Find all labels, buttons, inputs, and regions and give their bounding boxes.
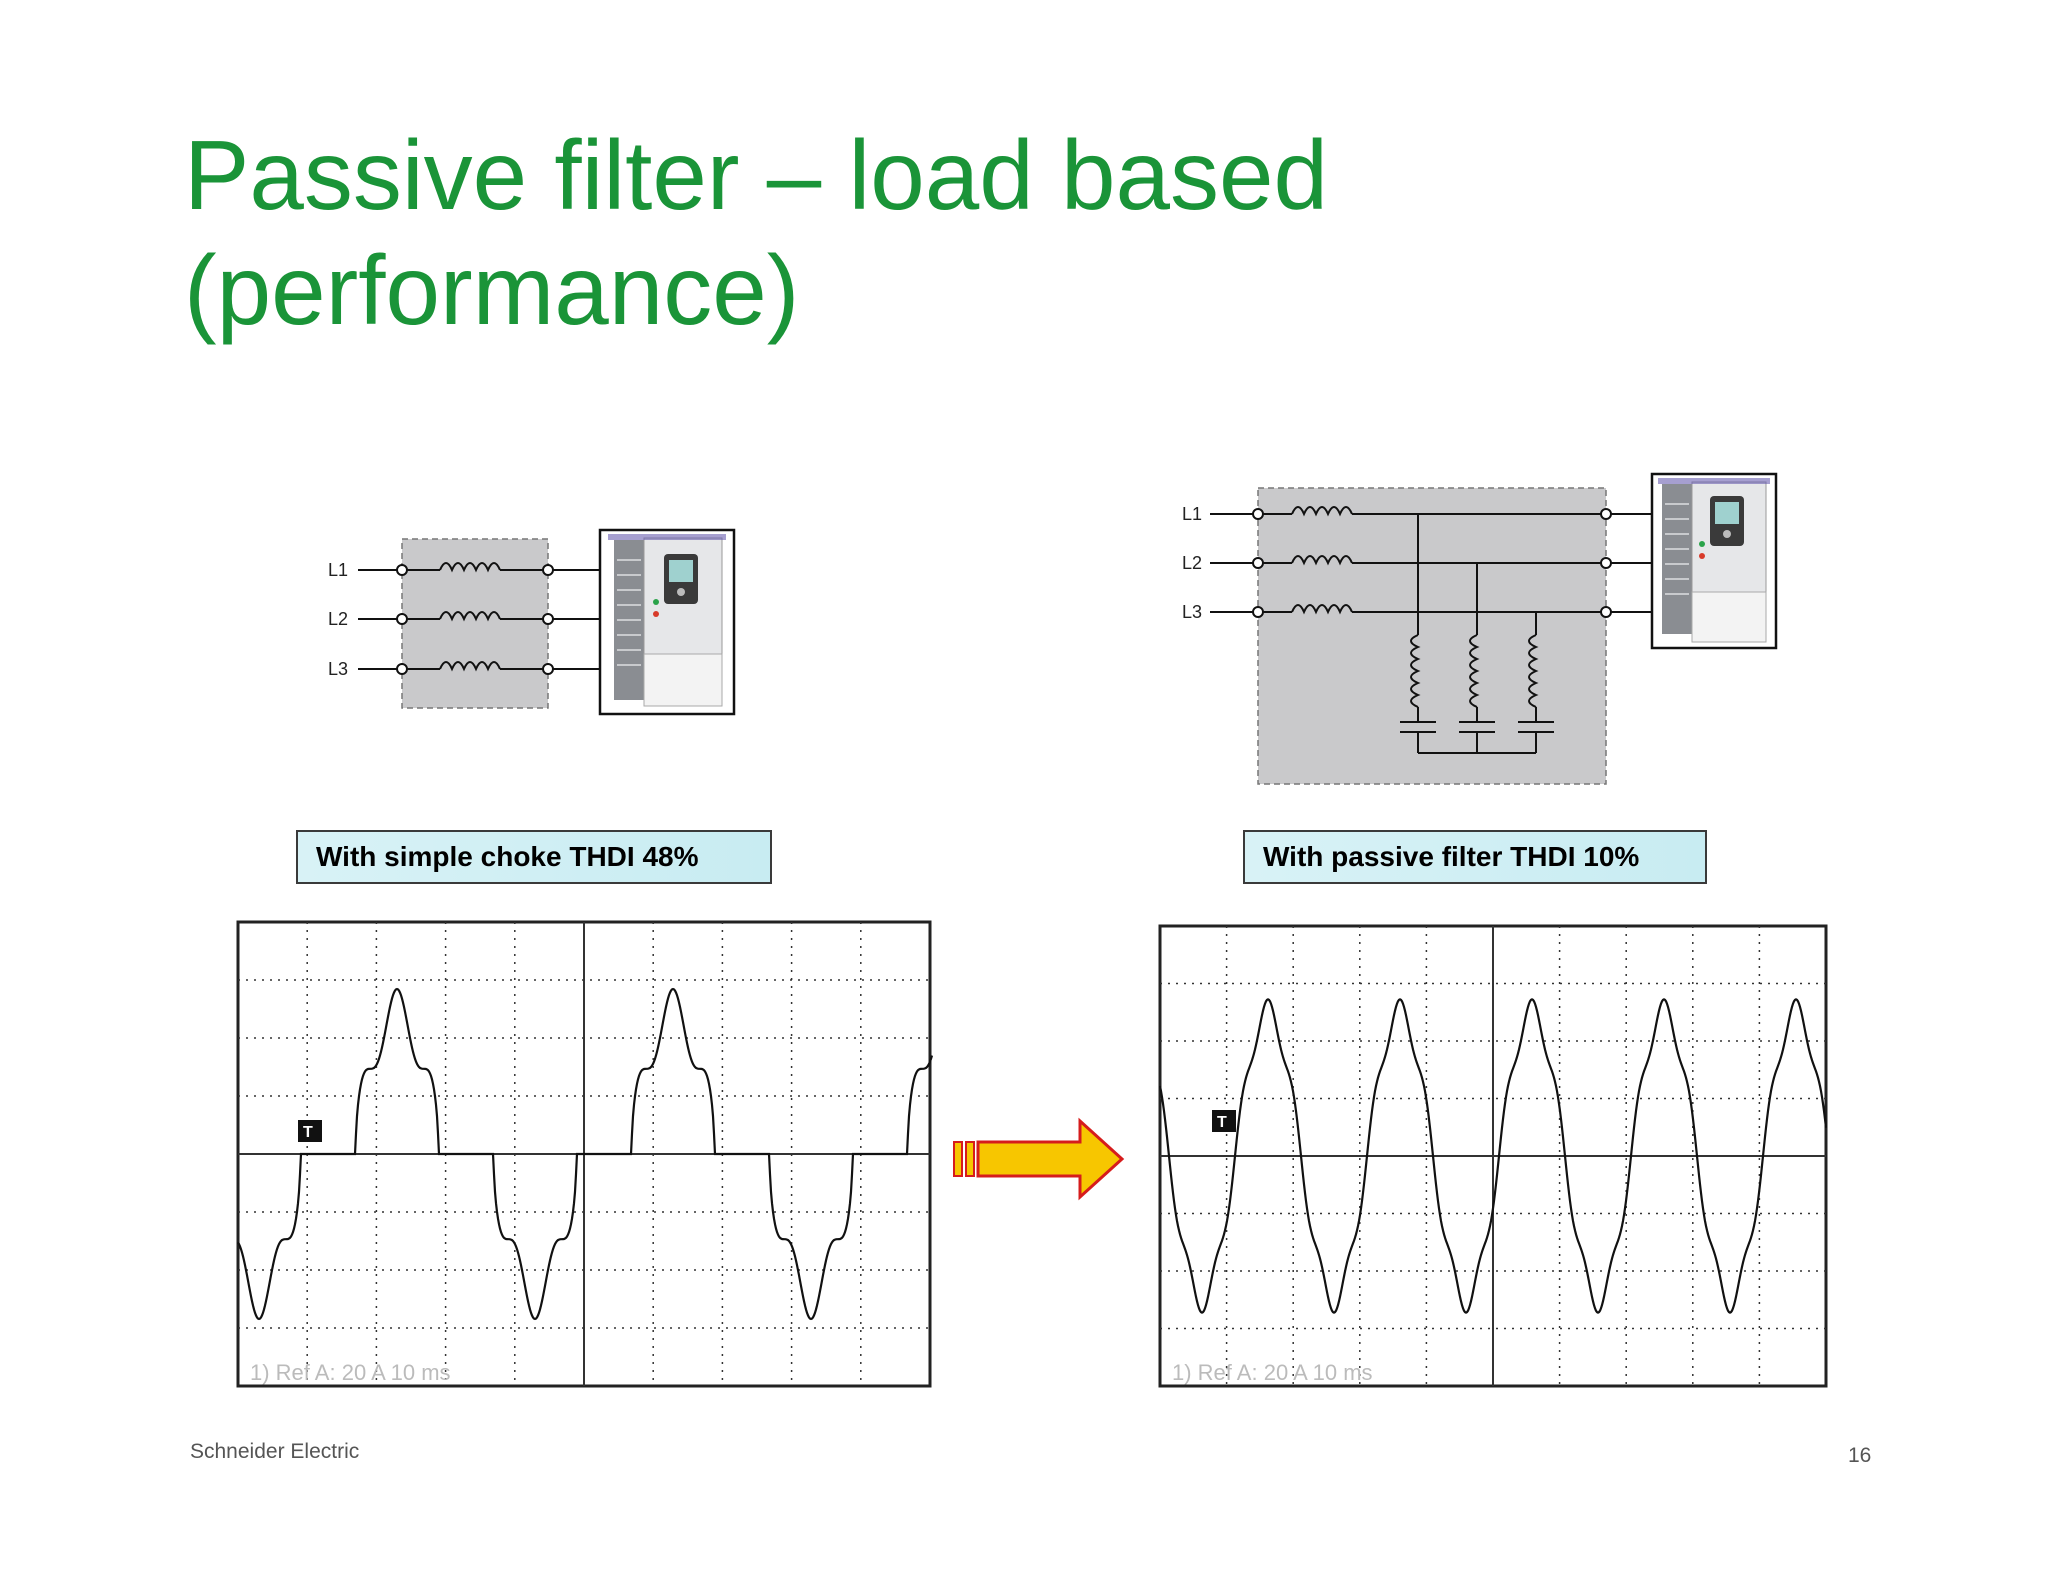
choke-circuit-diagram: L1 L2 L3 — [328, 528, 736, 716]
svg-text:T: T — [1217, 1114, 1227, 1131]
footer-company: Schneider Electric — [190, 1440, 360, 1463]
filter-oscilloscope: T 1) Ref A: 20 A 10 ms — [1158, 924, 1828, 1388]
circuit-label-l2: L2 — [328, 609, 348, 629]
slide-title-line2: (performance) — [184, 235, 800, 345]
filter-box — [1257, 487, 1607, 785]
circuit-label-l3: L3 — [1182, 602, 1202, 622]
inductor-coil-icon — [1469, 634, 1480, 708]
inductor-coil-icon — [1291, 506, 1353, 517]
inductor-coil-icon — [439, 611, 501, 622]
filter-line-l1: L1 — [1182, 504, 1652, 524]
inductor-coil-icon — [1410, 634, 1421, 708]
arrow-right-icon — [953, 1117, 1125, 1201]
choke-box — [401, 538, 549, 709]
filter-line-l2: L2 — [1182, 553, 1652, 573]
circuit-label-l1: L1 — [328, 560, 348, 580]
drive-unit-icon — [1650, 472, 1778, 650]
inductor-coil-icon — [1291, 604, 1353, 615]
slide-title-line1: Passive filter – load based — [184, 120, 1328, 230]
shunt-branches — [1400, 514, 1554, 754]
trigger-marker-icon: T — [1212, 1110, 1236, 1132]
circuit-label-l2: L2 — [1182, 553, 1202, 573]
scope-grid — [1160, 926, 1826, 1386]
svg-text:T: T — [303, 1124, 313, 1141]
passive-filter-circuit-diagram: L1 L2 L3 — [1182, 472, 1778, 785]
inductor-coil-icon — [1291, 555, 1353, 566]
choke-line-l1: L1 — [328, 560, 600, 580]
choke-oscilloscope: T 1) Ref A: 20 A 10 ms — [236, 920, 934, 1388]
scope-readout: 1) Ref A: 20 A 10 ms — [250, 1360, 451, 1385]
trigger-marker-icon: T — [298, 1120, 322, 1142]
scope-readout: 1) Ref A: 20 A 10 ms — [1172, 1360, 1373, 1385]
current-waveform — [1158, 998, 1828, 1314]
filter-caption: With passive filter THDI 10% — [1243, 830, 1707, 884]
inductor-coil-icon — [439, 661, 501, 672]
circuit-label-l3: L3 — [328, 659, 348, 679]
page-number: 16 — [1848, 1444, 1872, 1467]
circuit-label-l1: L1 — [1182, 504, 1202, 524]
choke-line-l3: L3 — [328, 659, 600, 679]
current-waveform — [237, 987, 934, 1321]
inductor-coil-icon — [1528, 634, 1539, 708]
inductor-coil-icon — [439, 562, 501, 573]
choke-line-l2: L2 — [328, 609, 600, 629]
drive-unit-icon — [598, 528, 736, 716]
choke-caption: With simple choke THDI 48% — [296, 830, 772, 884]
slide-title: Passive filter – load based (performance… — [184, 118, 1328, 348]
